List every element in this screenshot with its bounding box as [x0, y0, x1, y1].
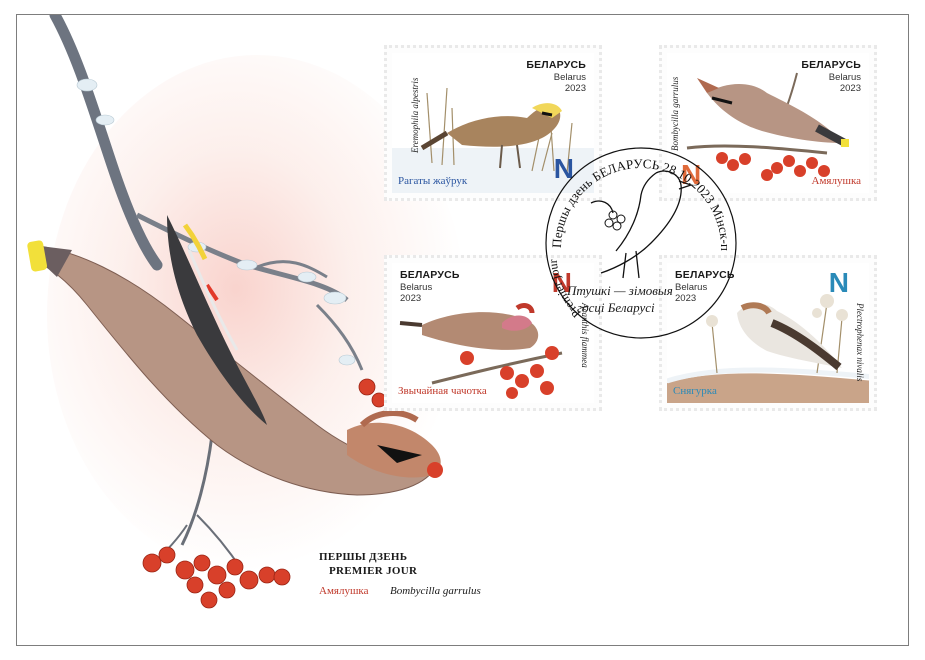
stamp-denomination: N: [551, 267, 572, 298]
stamp-country-latin: Belarus: [400, 282, 433, 293]
stamp-common-name: Звычайная чачотка: [398, 385, 487, 397]
horned-lark-illustration: [392, 87, 594, 193]
redpoll-illustration: [399, 303, 563, 399]
stamp-year: 2023: [839, 83, 861, 94]
waxwing-stamp-illustration: [686, 72, 849, 181]
stamp-denomination: N: [681, 159, 702, 190]
stamp-common-name: Рагаты жаўрук: [398, 175, 468, 187]
waxwing-illustration: [27, 15, 443, 609]
stamp-country-latin: Belarus: [828, 72, 861, 83]
stamp-country: БЕЛАРУСЬ: [675, 269, 735, 281]
stamp-denomination: N: [553, 153, 574, 184]
stamp-horned-lark: БЕЛАРУСЬ Belarus 2023 N Рагаты жаўрук Er…: [384, 45, 602, 201]
stamp-year: 2023: [675, 293, 697, 304]
stamp-latin-name: Eremophila alpestris: [410, 77, 420, 153]
stamp-country: БЕЛАРУСЬ: [526, 59, 586, 71]
stamp-country-latin: Belarus: [553, 72, 586, 83]
stamp-year: 2023: [564, 83, 586, 94]
stamp-year: 2023: [400, 293, 422, 304]
postmark-caption-line1: Птушкі — зімовыя: [567, 283, 673, 298]
bird-common-name: Амялушка: [319, 585, 369, 597]
rowan-berries-icon: [604, 210, 626, 231]
stamp-redpoll: БЕЛАРУСЬ Belarus 2023 N Звычайная чачотк…: [384, 255, 602, 411]
postmark-bird-icon: [590, 170, 694, 279]
first-day-postmark: Першы дзень БЕЛАРУСЬ 28.10.2023 Мінск-па…: [531, 133, 737, 339]
first-day-title-fr: PREMIER JOUR: [329, 565, 418, 577]
postmark-caption-line2: госці Беларусі: [577, 300, 655, 315]
stamp-country: БЕЛАРУСЬ: [801, 59, 861, 71]
first-day-cover: БЕЛАРУСЬ Belarus 2023 N Рагаты жаўрук Er…: [16, 14, 909, 646]
stamp-denomination: N: [828, 267, 849, 298]
stamp-latin-name: Plectrophenax nivalis: [855, 303, 865, 382]
stamp-country: БЕЛАРУСЬ: [400, 269, 460, 281]
bird-latin-name: Bombycilla garrulus: [390, 585, 481, 597]
snow-bunting-illustration: [667, 294, 869, 403]
stamp-common-name: Амялушка: [811, 175, 861, 187]
stamp-country-latin: Belarus: [675, 282, 708, 293]
first-day-title-by: ПЕРШЫ ДЗЕНЬ: [319, 551, 408, 563]
stamp-common-name: Снягурка: [673, 385, 717, 397]
stamp-snow-bunting: БЕЛАРУСЬ Belarus 2023 N Снягурка Plectro…: [659, 255, 877, 411]
